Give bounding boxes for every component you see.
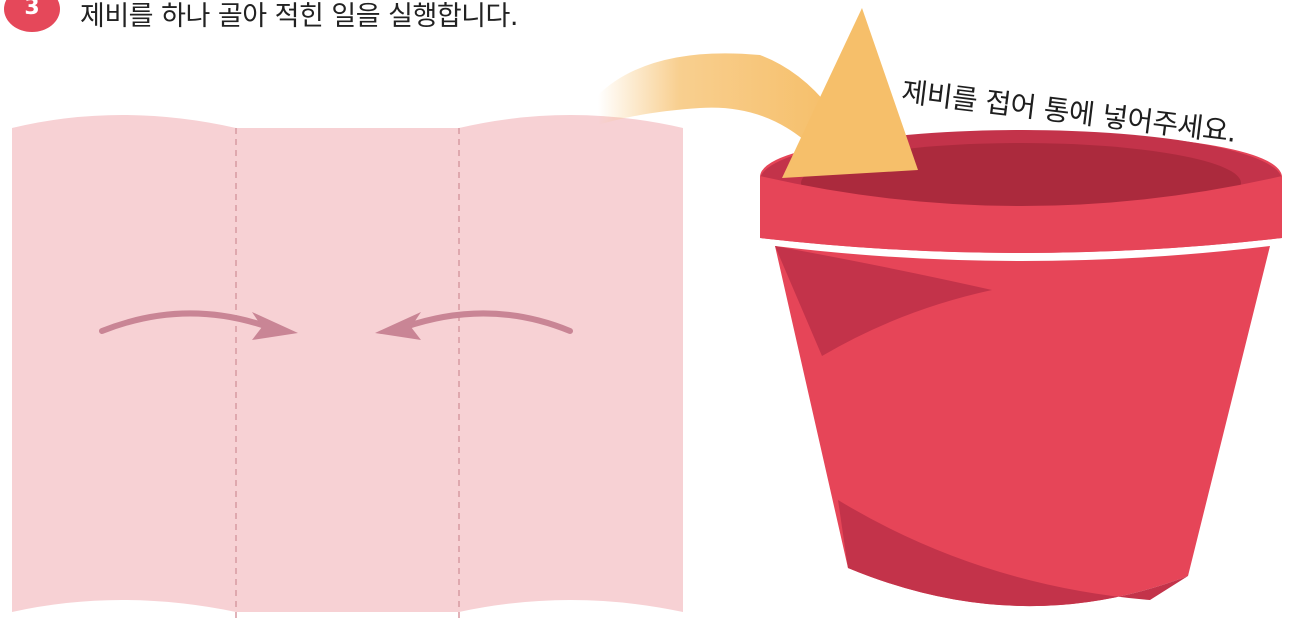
fold-arrow-left-icon	[375, 310, 573, 340]
bucket-shade-upper	[775, 246, 992, 356]
bucket	[760, 130, 1282, 607]
step-instruction: 제비를 하나 골아 적힌 일을 실행합니다.	[80, 1, 518, 32]
paper-body	[12, 115, 683, 612]
bucket-body	[775, 246, 1270, 607]
step-number: 3	[24, 0, 40, 20]
bucket-shade-bottom	[838, 500, 1188, 607]
bucket-rim-band	[760, 176, 1282, 253]
fold-arrow-right-icon	[99, 310, 298, 340]
paper-sheet	[12, 115, 683, 620]
into-bucket-arrow-icon	[598, 8, 918, 178]
